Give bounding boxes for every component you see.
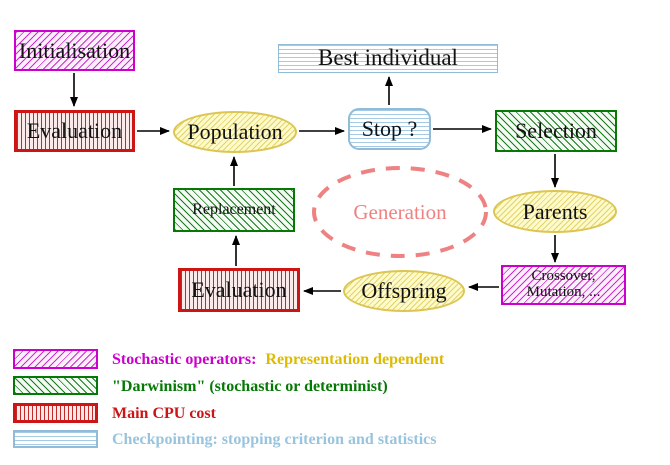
node-stop-label: Stop ? bbox=[361, 116, 418, 142]
legend-swatch-cpu-cost bbox=[13, 403, 98, 423]
node-selection-label: Selection bbox=[515, 118, 597, 144]
node-replacement-label: Replacement bbox=[192, 200, 276, 218]
node-parents-label: Parents bbox=[522, 198, 588, 224]
legend-text-darwinism: "Darwinism" (stochastic or determinist) bbox=[112, 378, 388, 395]
node-selection: Selection bbox=[495, 110, 617, 152]
legend-swatch-darwinism bbox=[13, 376, 98, 395]
node-stop: Stop ? bbox=[348, 108, 431, 150]
node-offspring-label: Offspring bbox=[361, 278, 447, 304]
legend-label-representation: Representation dependent bbox=[265, 351, 445, 368]
node-crossover-line2: Mutation, ... bbox=[526, 284, 601, 300]
legend-text-checkpointing: Checkpointing: stopping criterion and st… bbox=[112, 431, 437, 448]
generation-label: Generation bbox=[353, 200, 447, 224]
node-parents: Parents bbox=[493, 190, 617, 233]
legend-label-stochastic: Stochastic operators: bbox=[112, 351, 257, 368]
node-population-label: Population bbox=[187, 119, 283, 145]
node-crossover-line1: Crossover, bbox=[531, 268, 596, 285]
node-evaluation-bottom: Evaluation bbox=[178, 268, 300, 312]
node-replacement: Replacement bbox=[173, 188, 295, 232]
node-evaluation-top-label: Evaluation bbox=[26, 118, 123, 144]
legend-text-cpu-cost: Main CPU cost bbox=[112, 405, 216, 422]
legend-text-stochastic-operators: Stochastic operators: Representation depe… bbox=[112, 351, 444, 369]
node-initialisation: Initialisation bbox=[14, 30, 135, 71]
node-offspring: Offspring bbox=[343, 270, 465, 312]
node-best-individual-label: Best individual bbox=[318, 45, 458, 71]
legend-swatch-stochastic-operators bbox=[13, 349, 98, 369]
node-evaluation-bottom-label: Evaluation bbox=[191, 277, 287, 303]
node-crossover-mutation: Crossover, Mutation, ... bbox=[501, 265, 626, 305]
node-population: Population bbox=[173, 111, 297, 153]
node-initialisation-label: Initialisation bbox=[18, 37, 131, 63]
node-evaluation-top: Evaluation bbox=[14, 110, 135, 152]
legend-swatch-checkpointing bbox=[13, 430, 98, 448]
node-best-individual: Best individual bbox=[278, 44, 498, 73]
